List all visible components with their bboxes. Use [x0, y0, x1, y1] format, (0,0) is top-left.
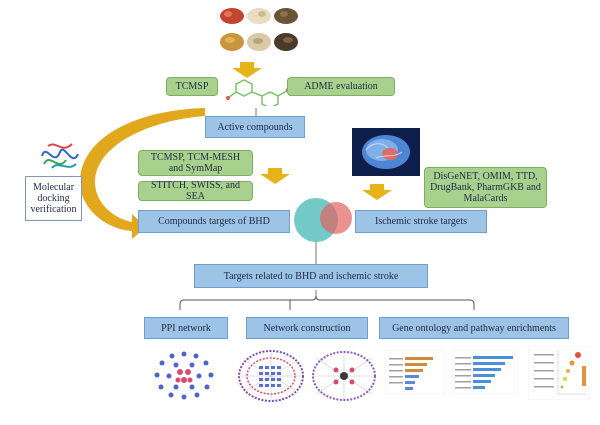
- pathway-bubble-chart-thumbnail: [528, 346, 590, 400]
- tcmsp-box: TCMSP: [166, 77, 218, 96]
- compound-target-network-thumbnail: [238, 350, 304, 402]
- herb-photos: [218, 4, 300, 58]
- compounds-targets-box: Compounds targets of BHD: [138, 210, 290, 233]
- network-construction-box: Network construction: [246, 317, 368, 339]
- compound-databases-label-1: TCMSP, TCM-MESH and SymMap: [150, 152, 241, 174]
- brain-image: [352, 128, 420, 176]
- go-enrichment-chart-thumbnail: [385, 350, 445, 394]
- protein-structure: [41, 143, 79, 169]
- kegg-enrichment-chart-thumbnail: [452, 350, 518, 394]
- active-compounds-label: Active compounds: [217, 121, 293, 133]
- venn-diagram: [294, 198, 352, 242]
- arrow-herbs-down: [232, 62, 262, 78]
- chemical-structure: [226, 79, 290, 106]
- molecular-docking-box: Molecular docking verification: [25, 176, 82, 221]
- ppi-network-box: PPI network: [144, 317, 228, 339]
- adme-label: ADME evaluation: [304, 81, 378, 92]
- curved-arrow: [80, 108, 205, 239]
- bracket-connector: [179, 295, 475, 310]
- compound-databases-box-1: TCMSP, TCM-MESH and SymMap: [138, 150, 253, 176]
- arrow-compound-dbs-down: [260, 168, 290, 184]
- molecular-docking-label: Molecular docking verification: [30, 182, 77, 215]
- adme-box: ADME evaluation: [287, 77, 395, 96]
- compound-databases-box-2: STITCH, SWISS, and SEA: [138, 180, 253, 202]
- stroke-targets-label: Ischemic stroke targets: [374, 216, 467, 227]
- common-targets-label: Targets related to BHD and ischemic stro…: [223, 270, 399, 282]
- compounds-targets-label: Compounds targets of BHD: [158, 216, 270, 227]
- stroke-targets-box: Ischemic stroke targets: [355, 210, 487, 233]
- ppi-network-thumbnail: [154, 351, 214, 400]
- ppi-network-label: PPI network: [161, 322, 211, 334]
- arrow-brain-down: [362, 184, 392, 200]
- disease-databases-label: DisGeNET, OMIM, TTD, DrugBank, PharmGKB …: [430, 171, 541, 204]
- disease-databases-box: DisGeNET, OMIM, TTD, DrugBank, PharmGKB …: [424, 167, 547, 208]
- go-pathway-box: Gene ontology and pathway enrichments: [379, 317, 569, 339]
- go-pathway-label: Gene ontology and pathway enrichments: [392, 322, 556, 334]
- compound-databases-label-2: STITCH, SWISS, and SEA: [151, 180, 240, 202]
- tcmsp-label: TCMSP: [175, 81, 209, 92]
- herb-target-network-thumbnail: [312, 351, 376, 401]
- network-construction-label: Network construction: [263, 322, 351, 334]
- active-compounds-box: Active compounds: [205, 116, 305, 138]
- common-targets-box: Targets related to BHD and ischemic stro…: [194, 264, 428, 288]
